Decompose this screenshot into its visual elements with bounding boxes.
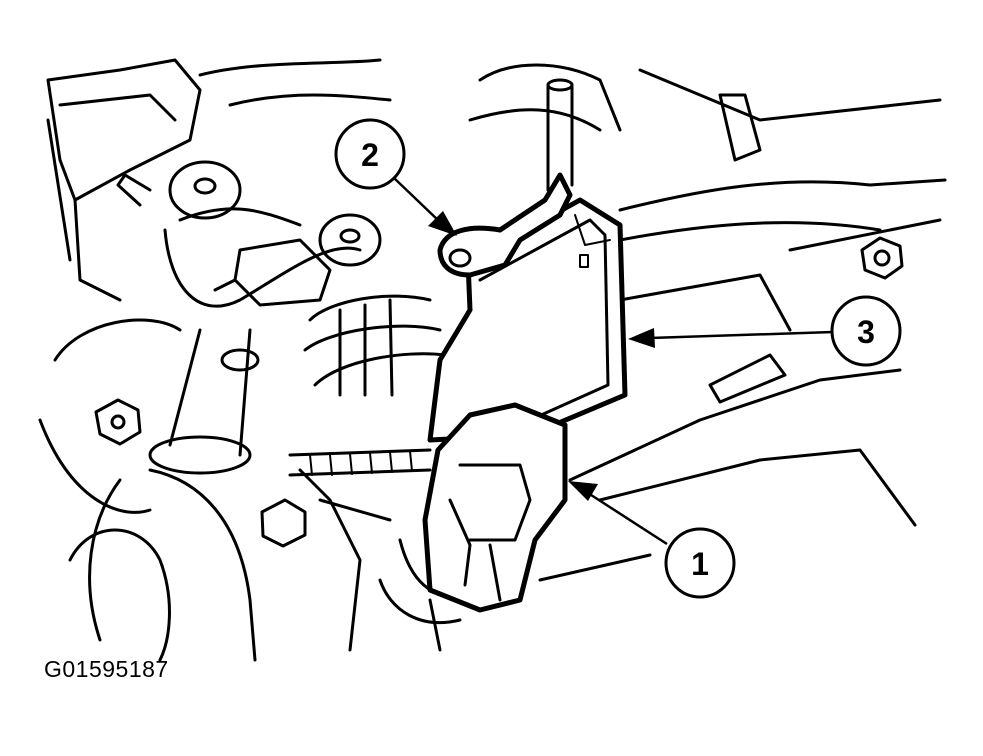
arrowhead-1	[568, 481, 598, 501]
callout-label-1: 1	[691, 546, 709, 582]
callout-label-3: 3	[857, 314, 875, 350]
connector-component	[422, 402, 568, 613]
figure-id-label: G01595187	[44, 656, 169, 682]
leader-line-1	[587, 491, 668, 546]
leader-line-2	[393, 177, 441, 223]
callout-circle-3	[830, 295, 902, 367]
callout-label-2: 2	[361, 137, 379, 173]
callout-circle-1	[664, 527, 736, 599]
callout-1: 1	[568, 481, 736, 599]
callout-circle-2	[334, 118, 406, 190]
callout-3: 3	[628, 295, 902, 367]
arrowhead-2	[428, 211, 457, 236]
engine-bay-linework	[38, 58, 947, 662]
arrowhead-3	[628, 328, 655, 348]
leader-line-3	[649, 330, 834, 340]
callout-2: 2	[334, 118, 457, 236]
